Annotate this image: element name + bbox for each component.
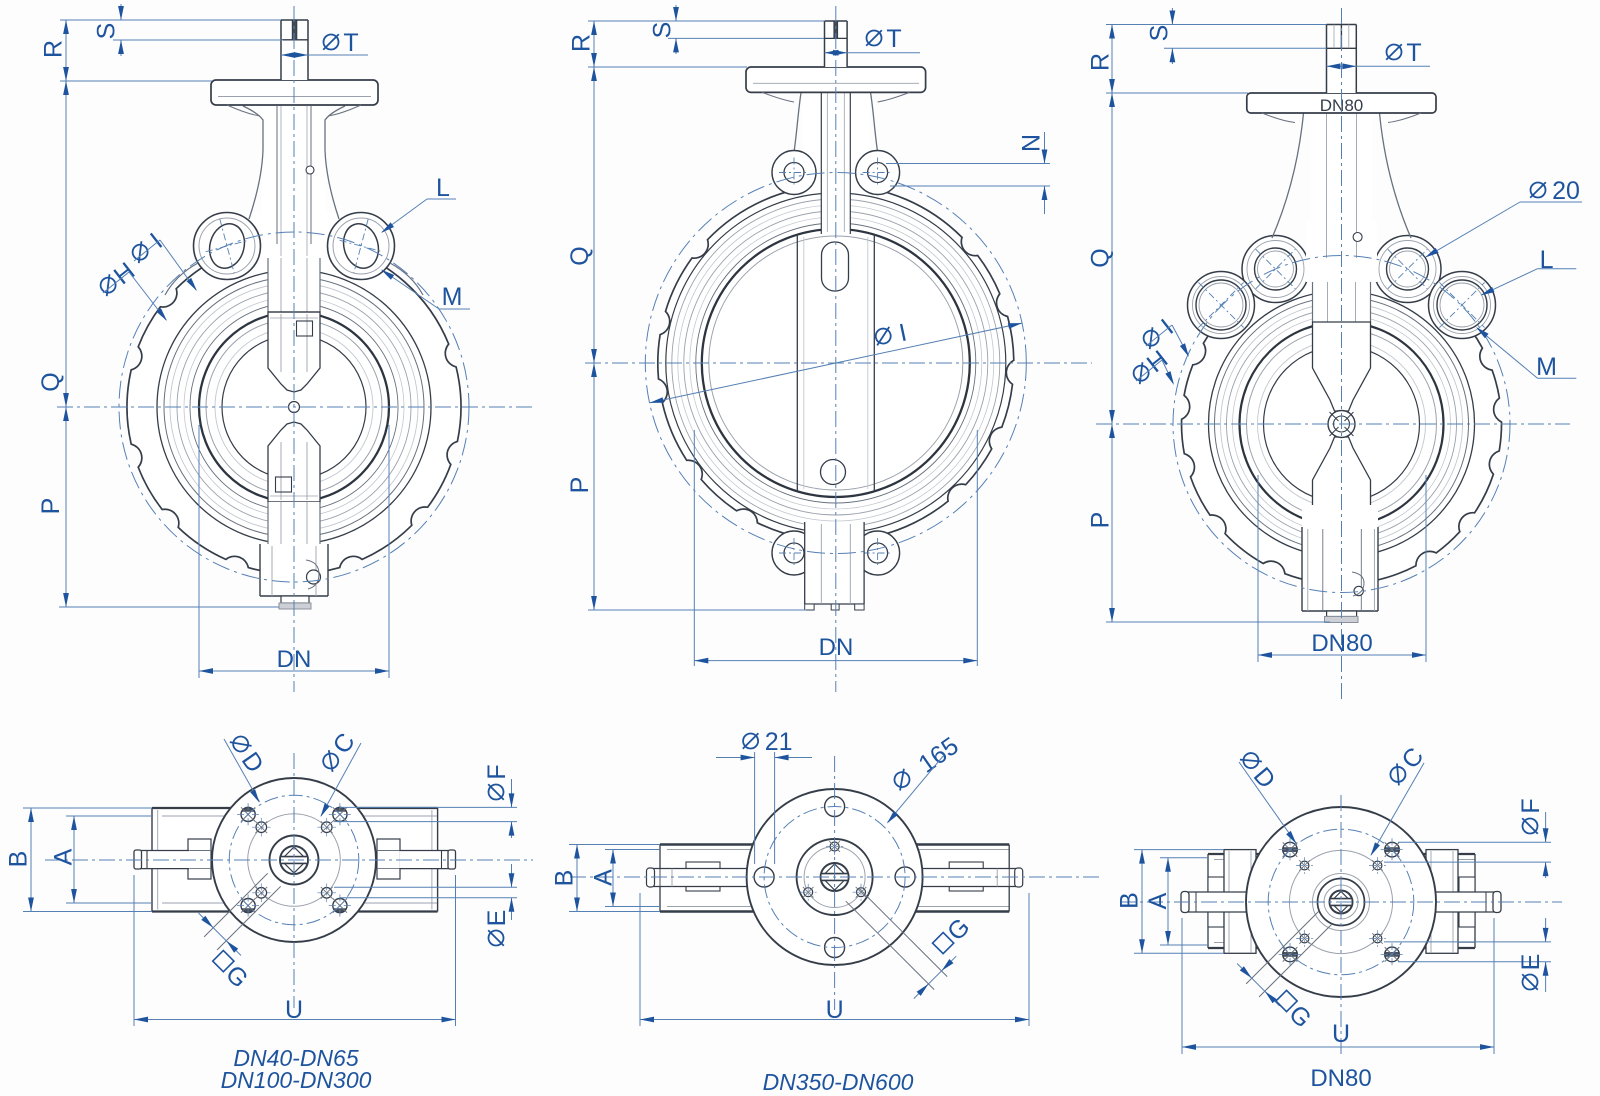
svg-text:P: P (566, 477, 594, 494)
svg-text:T: T (886, 25, 901, 53)
svg-text:M: M (1536, 353, 1557, 381)
svg-text:L: L (1540, 246, 1554, 274)
svg-text:P: P (37, 498, 65, 515)
svg-text:T: T (343, 29, 358, 57)
svg-text:E: E (1517, 954, 1545, 971)
svg-text:DN350-DN600: DN350-DN600 (763, 1069, 914, 1095)
svg-text:DN40-DN65: DN40-DN65 (233, 1045, 358, 1071)
svg-text:L: L (436, 174, 450, 202)
svg-text:DN80: DN80 (1320, 96, 1363, 115)
svg-text:R: R (40, 40, 68, 58)
svg-text:21: 21 (765, 728, 793, 756)
svg-text:DN80: DN80 (1310, 1065, 1371, 1092)
svg-text:Q: Q (566, 246, 594, 265)
svg-text:E: E (483, 910, 511, 927)
svg-text:F: F (483, 764, 511, 779)
svg-text:R: R (568, 34, 596, 52)
svg-text:F: F (1517, 798, 1545, 813)
svg-text:U: U (826, 996, 844, 1024)
svg-text:S: S (649, 22, 677, 39)
svg-text:U: U (1332, 1020, 1350, 1048)
svg-text:R: R (1087, 53, 1115, 71)
svg-text:M: M (442, 283, 463, 311)
svg-text:DN: DN (819, 634, 854, 661)
svg-text:DN80: DN80 (1311, 630, 1372, 657)
svg-text:A: A (1144, 892, 1172, 909)
svg-text:N: N (1018, 134, 1046, 152)
svg-text:T: T (1406, 39, 1421, 67)
svg-text:B: B (1116, 892, 1144, 909)
svg-text:A: A (50, 848, 78, 865)
svg-text:P: P (1087, 512, 1115, 529)
svg-text:Q: Q (37, 372, 65, 391)
svg-text:DN100-DN300: DN100-DN300 (221, 1067, 372, 1093)
svg-text:B: B (5, 851, 33, 868)
svg-text:S: S (1146, 25, 1174, 42)
svg-text:20: 20 (1552, 177, 1580, 205)
svg-text:B: B (551, 870, 579, 887)
svg-text:Q: Q (1087, 248, 1115, 267)
svg-text:S: S (93, 23, 121, 40)
svg-text:A: A (590, 869, 618, 886)
svg-text:DN: DN (277, 646, 312, 673)
svg-text:U: U (285, 996, 303, 1024)
